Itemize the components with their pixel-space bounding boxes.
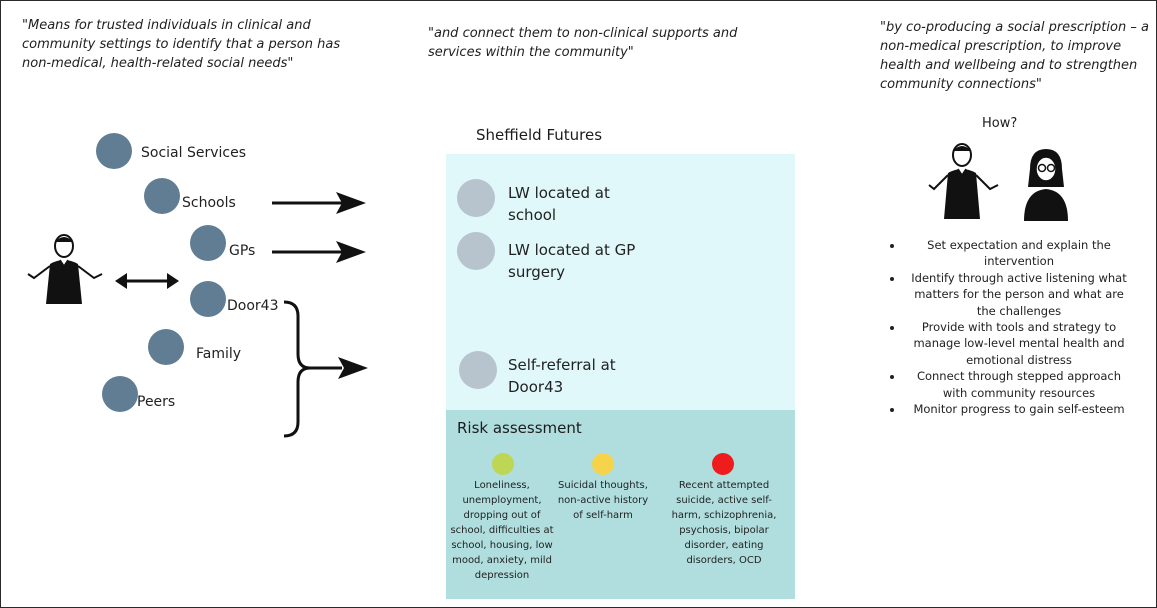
risk-text-high: Recent attempted suicide, active self-ha… <box>671 480 777 566</box>
panel-title: Sheffield Futures <box>476 126 603 144</box>
source-label-peers: Peers <box>137 394 176 410</box>
arrow-gps <box>272 241 366 263</box>
source-dot-gps <box>190 225 226 261</box>
woman-with-glasses-icon <box>1024 149 1068 221</box>
source-dot-peers <box>102 376 138 412</box>
quote-connect: "and connect them to non-clinical suppor… <box>428 26 738 60</box>
source-label-social-services: Social Services <box>141 145 246 161</box>
source-dot-family <box>148 329 184 365</box>
risk-text-low: Loneliness, unemployment, dropping out o… <box>450 480 554 581</box>
quote-identify: "Means for trusted individuals in clinic… <box>22 18 341 71</box>
panel-risk <box>446 410 795 599</box>
how-item: Provide with tools and strategy to manag… <box>904 319 1134 368</box>
panel-item-gp: LW located at GP surgery <box>508 241 636 281</box>
source-dot-schools <box>144 178 180 214</box>
risk-text-medium: Suicidal thoughts, non-active history of… <box>557 480 649 521</box>
how-item: Connect through stepped approach with co… <box>904 368 1134 401</box>
panel-services <box>446 154 795 410</box>
risk-dot-medium <box>592 453 614 475</box>
source-label-door43: Door43 <box>227 298 279 314</box>
how-item: Monitor progress to gain self-esteem <box>904 401 1134 417</box>
source-label-schools: Schools <box>182 195 236 211</box>
panel-dot-gp <box>457 232 495 270</box>
source-label-family: Family <box>196 346 242 362</box>
source-label-gps: GPs <box>229 243 256 259</box>
double-arrow-icon <box>115 273 179 289</box>
arrow-schools <box>272 192 366 214</box>
brace-arrow <box>283 300 368 438</box>
risk-dot-low <box>492 453 514 475</box>
how-list: Set expectation and explain the interven… <box>888 237 1134 417</box>
how-title: How? <box>982 116 1018 131</box>
source-dot-social-services <box>96 133 132 169</box>
how-item: Identify through active listening what m… <box>904 270 1134 319</box>
person-shrug-icon <box>928 143 999 219</box>
source-dot-door43 <box>190 281 226 317</box>
risk-title: Risk assessment <box>457 419 582 437</box>
person-shrug-icon <box>27 234 103 304</box>
risk-dot-high <box>712 453 734 475</box>
panel-item-school: LW located at school <box>508 184 610 224</box>
how-item: Set expectation and explain the interven… <box>904 237 1134 270</box>
panel-item-door43: Self-referral at Door43 <box>508 356 616 396</box>
quote-prescription: "by co-producing a social prescription –… <box>880 20 1149 92</box>
panel-dot-school <box>457 179 495 217</box>
panel-dot-door43 <box>459 351 497 389</box>
